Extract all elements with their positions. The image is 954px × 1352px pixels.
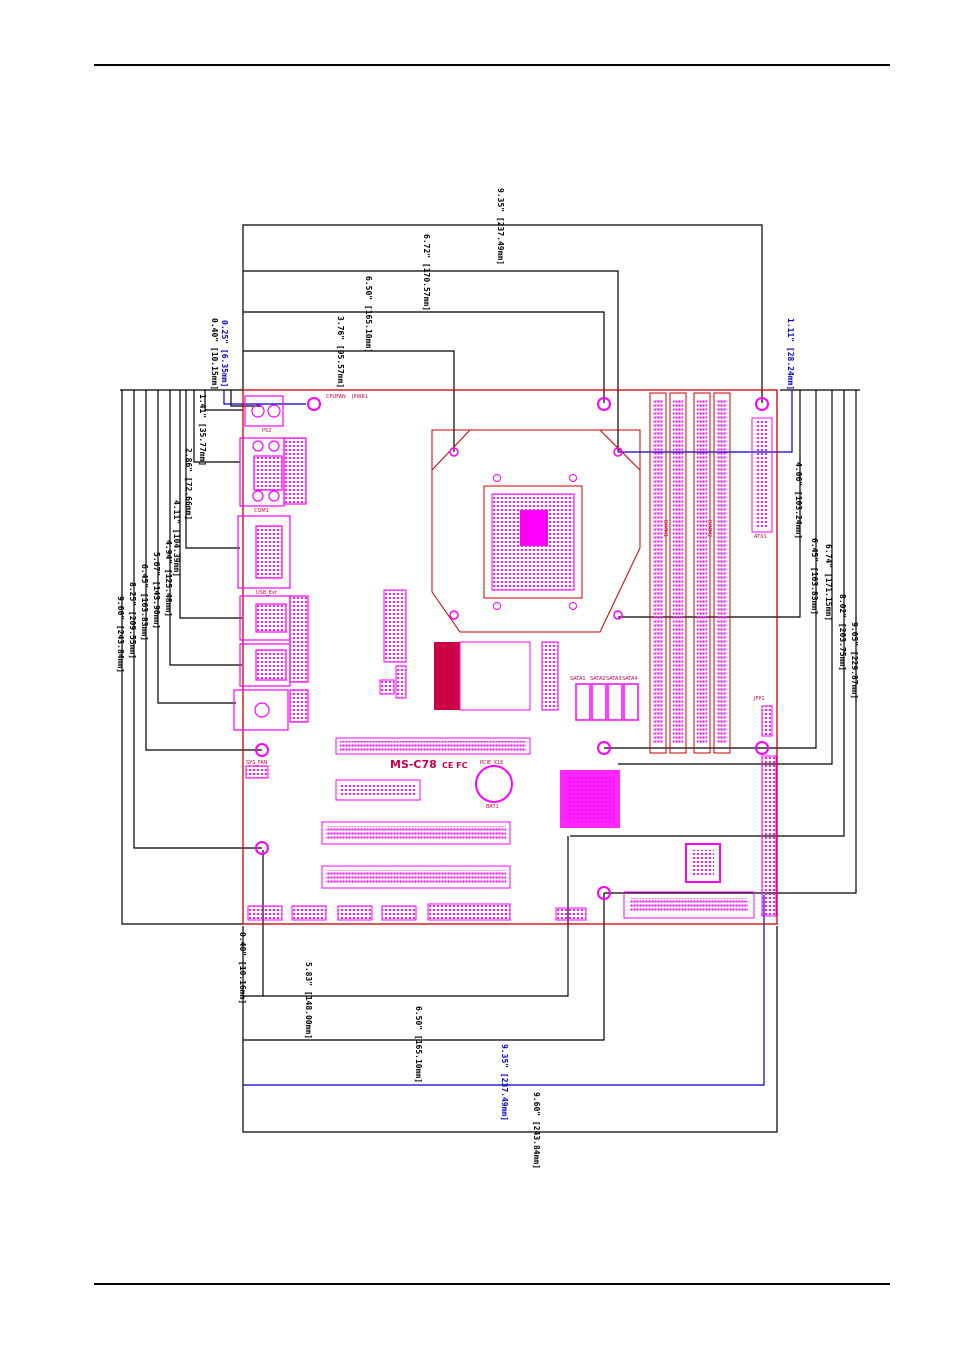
dim-l4: 4.94" [125.48mm] xyxy=(164,540,173,617)
dim-l1: 1.41" [35.77mm] xyxy=(198,394,207,466)
dim-b2: 5.83" [148.00mm] xyxy=(304,962,313,1039)
board-outline xyxy=(242,389,778,925)
label-cpufan: CPUFAN xyxy=(326,394,346,400)
dim-l5: 5.67" [143.90mm] xyxy=(152,552,161,629)
dim-r2: 6.45" [163.83mm] xyxy=(810,538,819,615)
label-sata3: SATA3 xyxy=(606,676,622,682)
rear-io xyxy=(233,395,309,731)
mounting-holes xyxy=(255,397,769,900)
atx-power-connector xyxy=(751,417,773,533)
label-jpwr: JPWR1 xyxy=(351,394,368,400)
headers xyxy=(245,589,777,921)
dim-t4: 3.76" [95.57mm] xyxy=(336,316,345,388)
label-sata1: SATA1 xyxy=(570,676,586,682)
label-atx: ATX1 xyxy=(754,534,767,540)
label-kbms: PS2 xyxy=(262,428,271,434)
dim-l8: 9.60" [243.84mm] xyxy=(116,596,125,673)
dimension-labels: 9.35" [237.49mm] 6.72" [170.57mm] 6.50" … xyxy=(116,188,859,1169)
label-sata4: SATA4 xyxy=(622,676,638,682)
dim-b3: 6.50" [165.10mm] xyxy=(414,1006,423,1083)
label-usb: USB_Ext xyxy=(256,590,277,596)
dimension-lines xyxy=(120,224,860,1133)
dim-l2: 2.86" [72.66mm] xyxy=(184,448,193,520)
dim-b5: 9.60" [243.84mm] xyxy=(532,1092,541,1169)
dim-t3: 6.50" [165.10mm] xyxy=(364,276,373,353)
label-bat: BAT1 xyxy=(486,804,499,810)
dim-t7: 1.11" [28.24mm] xyxy=(786,318,795,390)
board-model: MS-C78 xyxy=(390,758,437,771)
footer-rule xyxy=(94,1283,890,1285)
dim-r4: 8.02" [203.75mm] xyxy=(838,594,847,671)
label-sysfan: SYS_FAN xyxy=(246,760,268,766)
label-pcie: PCIE_X16 xyxy=(480,760,503,766)
label-com: COM1 xyxy=(254,508,269,514)
dim-b4: 9.35" [237.49mm] xyxy=(500,1044,509,1121)
chipset-area xyxy=(434,641,755,919)
dim-l7: 8.25" [209.55mm] xyxy=(128,582,137,659)
label-sata2: SATA2 xyxy=(590,676,606,682)
dim-t2: 6.72" [170.57mm] xyxy=(422,234,431,311)
label-dimm1: DIMM1 xyxy=(662,520,668,537)
header-rule xyxy=(94,64,890,66)
dimm-slots xyxy=(649,392,731,754)
dim-r3: 6.74" [171.15mm] xyxy=(824,544,833,621)
dim-b1: 0.40" [10.16mm] xyxy=(238,932,247,1004)
dim-t6: 0.40" [10.15mm] xyxy=(210,318,219,390)
cpu-socket xyxy=(431,429,641,633)
dim-t1: 9.35" [237.49mm] xyxy=(496,188,505,265)
dim-l3: 4.11" [104.39mm] xyxy=(172,500,181,577)
dim-r1: 4.06" [103.24mm] xyxy=(794,462,803,539)
board-marks: CE FC xyxy=(442,761,468,770)
label-dimm2: DIMM2 xyxy=(706,520,712,537)
dim-l6: 6.45" [163.83mm] xyxy=(140,564,149,641)
expansion-slots xyxy=(321,737,531,889)
label-jfp: JFP1 xyxy=(753,696,765,702)
dim-t5: 0.25" [6.35mm] xyxy=(220,320,229,387)
dim-r5: 9.05" [229.87mm] xyxy=(850,622,859,699)
